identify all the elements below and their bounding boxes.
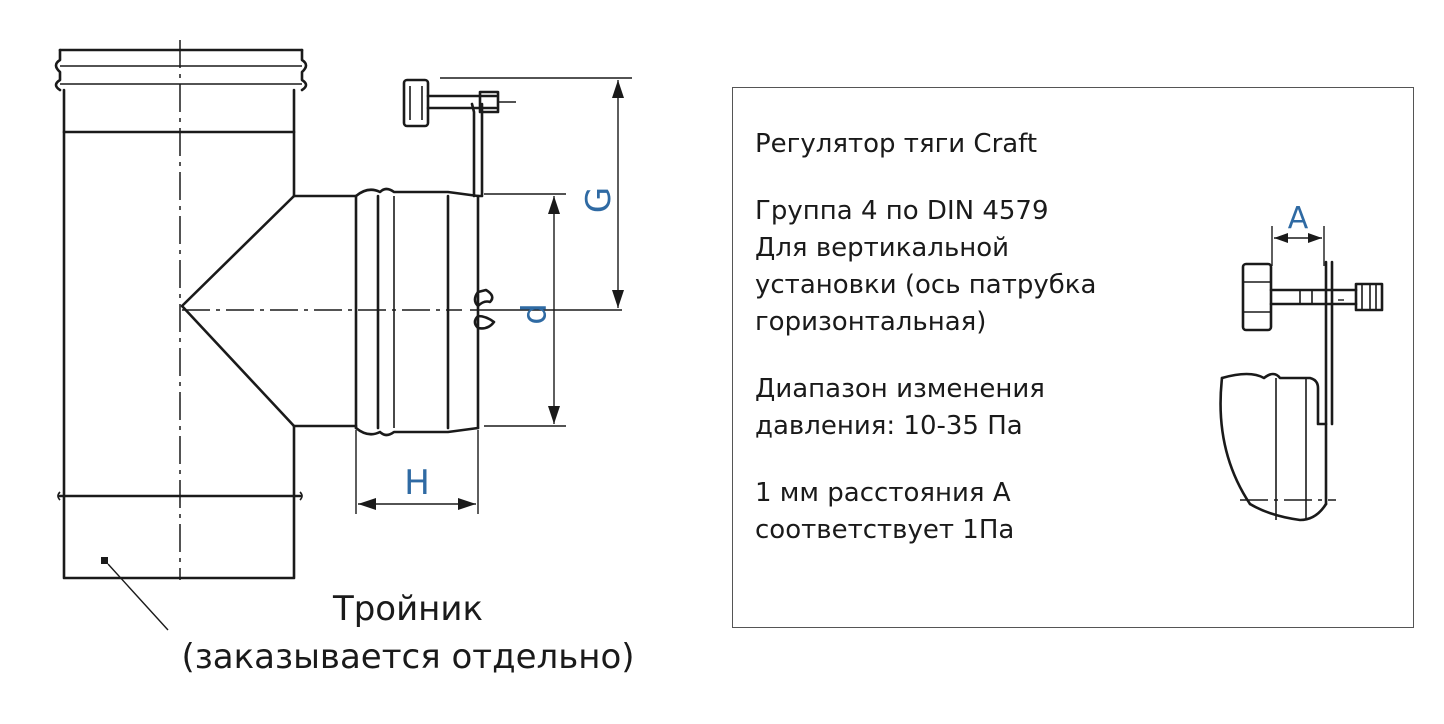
spec-range-line-2: давления: 10-35 Па [755,411,1023,441]
specification-box: Регулятор тяги Craft Группа 4 по DIN 457… [732,87,1414,628]
spec-group-line-4: горизонтальная) [755,307,987,337]
label-d: d [515,303,555,325]
dimension-g: G [440,77,632,308]
spec-range-line-1: Диапазон изменения [755,374,1045,404]
spec-group-line-2: Для вертикальной [755,233,1010,263]
spec-group-line-1: Группа 4 по DIN 4579 [755,196,1049,226]
label-g: G [579,187,619,213]
regulator-weight [402,78,516,128]
caption-line-2: (заказывается отдельно) [181,637,634,677]
spec-title: Регулятор тяги Craft [755,129,1038,159]
regulator-side-view: A [1219,201,1384,522]
tee-pipe [54,40,358,631]
label-a: A [1288,201,1309,236]
spec-note-line-2: соответствует 1Па [755,515,1015,545]
dimension-h: H [355,430,479,514]
caption-line-1: Тройник [332,589,483,629]
label-h: H [404,463,430,503]
spec-note-line-1: 1 мм расстояния А [755,478,1011,508]
spec-group-line-3: установки (ось патрубка [755,270,1097,300]
regulator-body [354,102,496,437]
dimension-d: d [484,193,566,427]
marker-square [101,557,108,564]
specification-text: Регулятор тяги Craft Группа 4 по DIN 457… [755,126,1195,579]
